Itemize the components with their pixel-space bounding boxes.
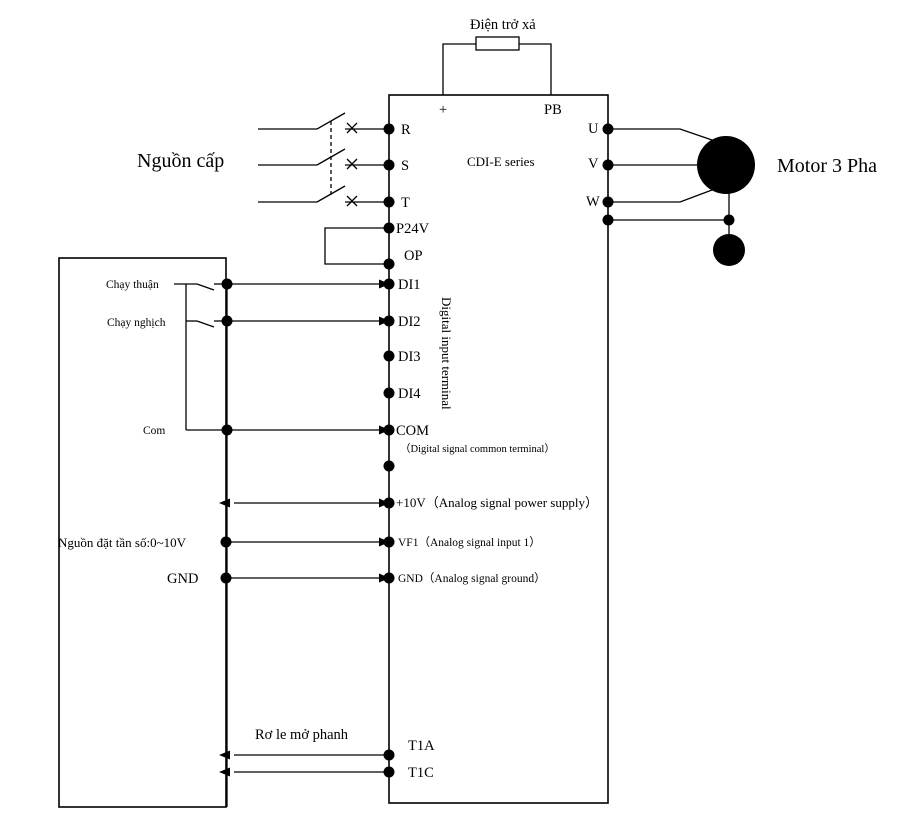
breaker-x-icon — [346, 122, 358, 207]
ground-icon — [713, 234, 745, 266]
terminal-t-label: T — [401, 195, 410, 211]
terminal-di4-label: DI4 — [398, 386, 421, 402]
terminal-w-label: W — [586, 194, 600, 210]
controller-box — [58, 257, 227, 808]
terminal-gnd-label: GND（Analog signal ground） — [398, 572, 546, 585]
terminal-s-label: S — [401, 158, 409, 174]
p24v-op-jumper — [324, 227, 389, 265]
plus-terminal-label: + — [439, 102, 447, 118]
terminal-di3-label: DI3 — [398, 349, 421, 365]
switch-network — [174, 283, 227, 431]
arrow-icon — [219, 279, 390, 777]
brake-resistor-label: Điện trở xả — [470, 17, 536, 33]
terminal-plus10v-label: +10V（Analog signal power supply） — [396, 495, 598, 510]
power-input-lines — [258, 112, 389, 203]
signal-wires — [227, 283, 389, 773]
terminal-u-label: U — [588, 121, 599, 137]
motor-label: Motor 3 Pha — [777, 155, 877, 177]
pb-terminal-label: PB — [544, 102, 562, 118]
gnd-left-label: GND — [167, 571, 198, 587]
com-left-label: Com — [143, 425, 165, 437]
terminal-op-label: OP — [404, 248, 423, 264]
terminal-p24v-label: P24V — [396, 221, 430, 237]
freq-source-label: Nguồn đặt tần số:0~10V — [58, 535, 187, 550]
digital-input-terminal-label: Digital input terminal — [439, 297, 454, 410]
terminal-com-label: COM — [396, 423, 429, 439]
terminal-t1a-label: T1A — [408, 738, 435, 754]
motor-icon — [697, 136, 755, 194]
terminal-t1c-label: T1C — [408, 765, 434, 781]
terminal-v-label: V — [588, 156, 599, 172]
terminal-di2-label: DI2 — [398, 314, 421, 330]
inverter-box — [388, 94, 609, 804]
terminal-di1-label: DI1 — [398, 277, 421, 293]
terminal-r-label: R — [401, 122, 411, 138]
forward-run-label: Chạy thuận — [106, 279, 159, 291]
ground-junction-dot — [723, 214, 735, 226]
series-label: CDI-E series — [467, 154, 535, 169]
brake-relay-label: Rơ le mở phanh — [255, 727, 349, 743]
terminal-com-description: （Digital signal common terminal） — [400, 443, 555, 455]
motor-wires — [608, 128, 730, 248]
terminal-vf1-label: VF1（Analog signal input 1） — [398, 536, 541, 549]
power-source-label: Nguồn cấp — [137, 150, 224, 172]
brake-resistor — [442, 36, 552, 95]
left-junction-dots — [220, 278, 233, 584]
reverse-run-label: Chạy nghịch — [107, 317, 166, 329]
inverter-terminal-dots — [383, 123, 395, 778]
